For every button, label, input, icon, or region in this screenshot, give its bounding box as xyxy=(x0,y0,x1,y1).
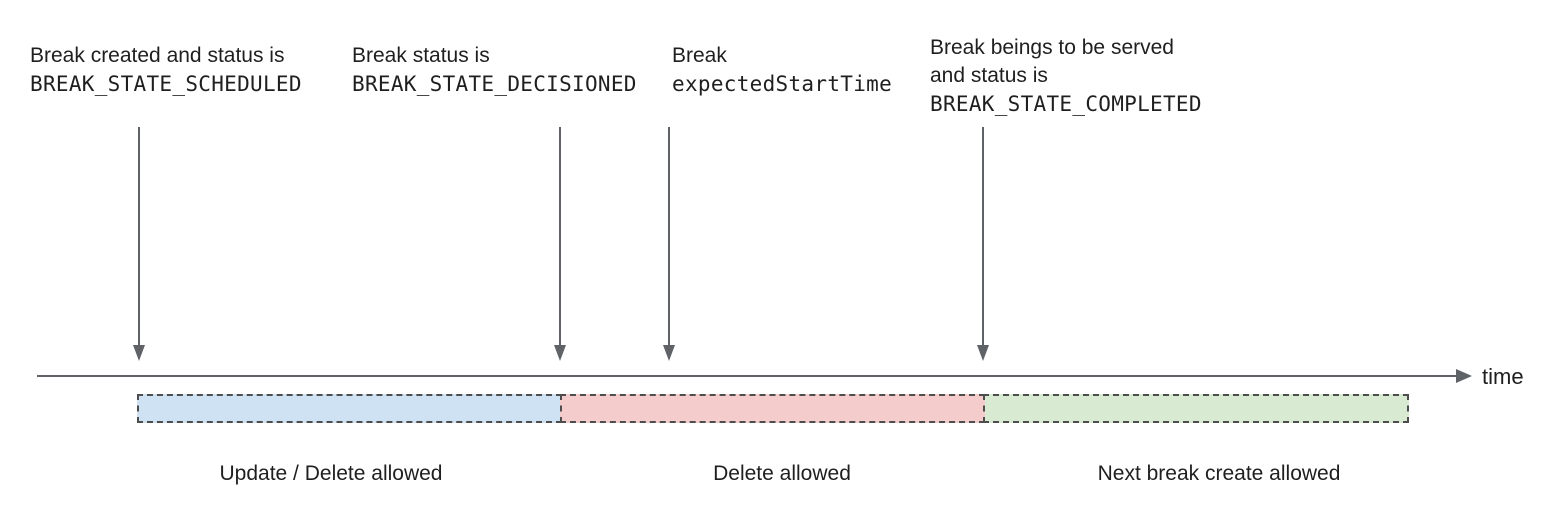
arrow-down-icon xyxy=(554,345,566,361)
event-arrow-scheduled xyxy=(133,127,145,361)
time-axis-label: time xyxy=(1482,364,1524,389)
annotation-break-decisioned: Break status is BREAK_STATE_DECISIONED xyxy=(352,42,637,99)
arrow-down-icon xyxy=(977,345,989,361)
arrow-down-icon xyxy=(133,345,145,361)
annotation-expected-start-time: Break expectedStartTime xyxy=(672,42,892,99)
event-arrow-expected-start xyxy=(663,127,675,361)
annotation-text: Break status is xyxy=(352,44,490,67)
arrow-shaft xyxy=(138,127,140,346)
label-update-delete-allowed: Update / Delete allowed xyxy=(219,462,443,485)
event-arrow-decisioned xyxy=(554,127,566,361)
annotation-break-scheduled: Break created and status is BREAK_STATE_… xyxy=(30,42,302,99)
label-delete-allowed: Delete allowed xyxy=(713,462,851,485)
annotation-text: Break xyxy=(672,44,727,67)
annotation-code: BREAK_STATE_DECISIONED xyxy=(352,72,637,96)
arrow-shaft xyxy=(982,127,984,346)
label-next-break-create-allowed: Next break create allowed xyxy=(1097,462,1341,485)
annotation-code: BREAK_STATE_COMPLETED xyxy=(930,92,1202,116)
annotation-code: expectedStartTime xyxy=(672,72,893,96)
arrow-shaft xyxy=(559,127,561,346)
event-arrow-completed xyxy=(977,127,989,361)
annotation-text: Break created and status is xyxy=(30,44,285,67)
annotation-code: BREAK_STATE_SCHEDULED xyxy=(30,72,302,96)
segment-next-break-create-allowed xyxy=(983,394,1409,423)
arrow-down-icon xyxy=(663,345,675,361)
segment-delete-allowed xyxy=(560,394,985,423)
annotation-break-completed: Break beings to be served and status is … xyxy=(930,34,1202,119)
annotation-text: Break beings to be served xyxy=(930,36,1174,59)
segment-update-delete-allowed xyxy=(137,394,562,423)
time-axis-line xyxy=(37,375,1456,377)
arrow-right-icon xyxy=(1456,369,1472,383)
arrow-shaft xyxy=(668,127,670,346)
annotation-text: and status is xyxy=(930,64,1048,87)
